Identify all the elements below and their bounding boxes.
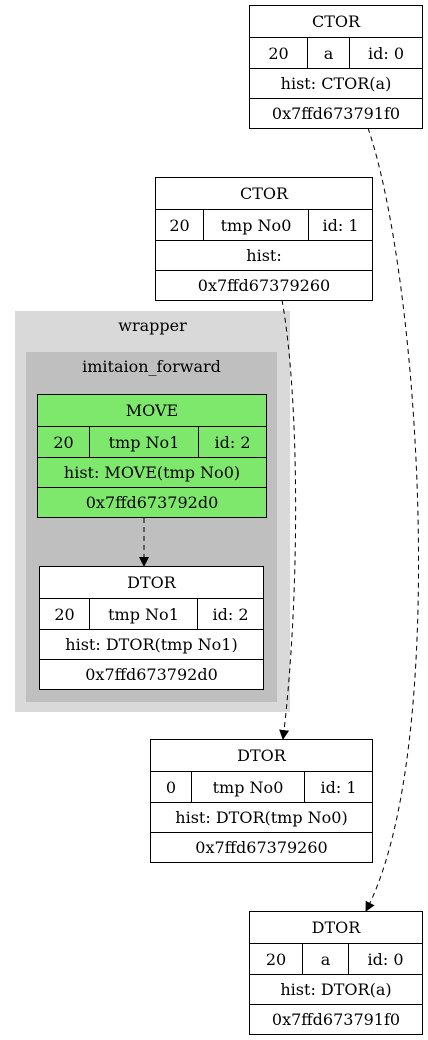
node-dtor-a: DTOR 20 a id: 0 hist: DTOR(a) 0x7ffd6737… [249, 911, 423, 1035]
edge-ctor-a-to-dtor-a [365, 127, 420, 912]
node-address: 0x7ffd67379260 [195, 838, 328, 857]
node-op: CTOR [311, 12, 361, 31]
node-name: a [302, 944, 348, 974]
cluster-wrapper-label: wrapper [118, 316, 187, 335]
node-hist: hist: DTOR(tmp No1) [65, 635, 238, 654]
node-address: 0x7ffd673792d0 [85, 665, 218, 684]
node-name: tmp No0 [203, 210, 308, 240]
node-name: tmp No1 [89, 599, 197, 629]
node-value: 0 [165, 777, 177, 797]
node-hist: hist: [246, 246, 282, 265]
node-id: id: 0 [349, 38, 422, 68]
node-value: 20 [268, 43, 289, 63]
node-name: tmp No0 [191, 772, 304, 802]
node-id: id: 2 [198, 427, 266, 457]
node-id: id: 2 [197, 599, 263, 629]
node-value: 20 [53, 432, 74, 452]
node-name: a [307, 38, 349, 68]
node-hist: hist: DTOR(a) [280, 980, 392, 999]
node-hist: hist: CTOR(a) [280, 74, 392, 93]
node-op: DTOR [127, 573, 176, 592]
node-move-tmp-no1: MOVE 20 tmp No1 id: 2 hist: MOVE(tmp No0… [37, 394, 267, 518]
node-op: DTOR [237, 746, 286, 765]
node-address: 0x7ffd673792d0 [85, 493, 219, 512]
node-op: DTOR [311, 918, 361, 937]
edge-ctor-tmp0-to-dtor-tmp0 [279, 299, 297, 740]
node-hist: hist: MOVE(tmp No0) [63, 463, 241, 482]
node-name: tmp No1 [89, 427, 198, 457]
node-op: MOVE [125, 401, 179, 420]
node-id: id: 1 [308, 210, 372, 240]
cluster-imitaion-forward-label: imitaion_forward [82, 357, 221, 376]
node-value: 20 [169, 215, 190, 235]
node-dtor-tmp-no1: DTOR 20 tmp No1 id: 2 hist: DTOR(tmp No1… [39, 566, 264, 690]
node-hist: hist: DTOR(tmp No0) [175, 808, 348, 827]
node-id: id: 0 [348, 944, 422, 974]
node-id: id: 1 [304, 772, 372, 802]
node-ctor-tmp-no0: CTOR 20 tmp No0 id: 1 hist: 0x7ffd673792… [155, 177, 373, 301]
node-ctor-a: CTOR 20 a id: 0 hist: CTOR(a) 0x7ffd6737… [249, 5, 423, 129]
node-value: 20 [54, 604, 75, 624]
node-address: 0x7ffd673791f0 [271, 104, 401, 123]
node-value: 20 [265, 949, 287, 969]
node-address: 0x7ffd673791f0 [271, 1010, 401, 1029]
node-address: 0x7ffd67379260 [197, 276, 331, 295]
node-op: CTOR [239, 184, 289, 203]
node-dtor-tmp-no0: DTOR 0 tmp No0 id: 1 hist: DTOR(tmp No0)… [150, 739, 373, 863]
